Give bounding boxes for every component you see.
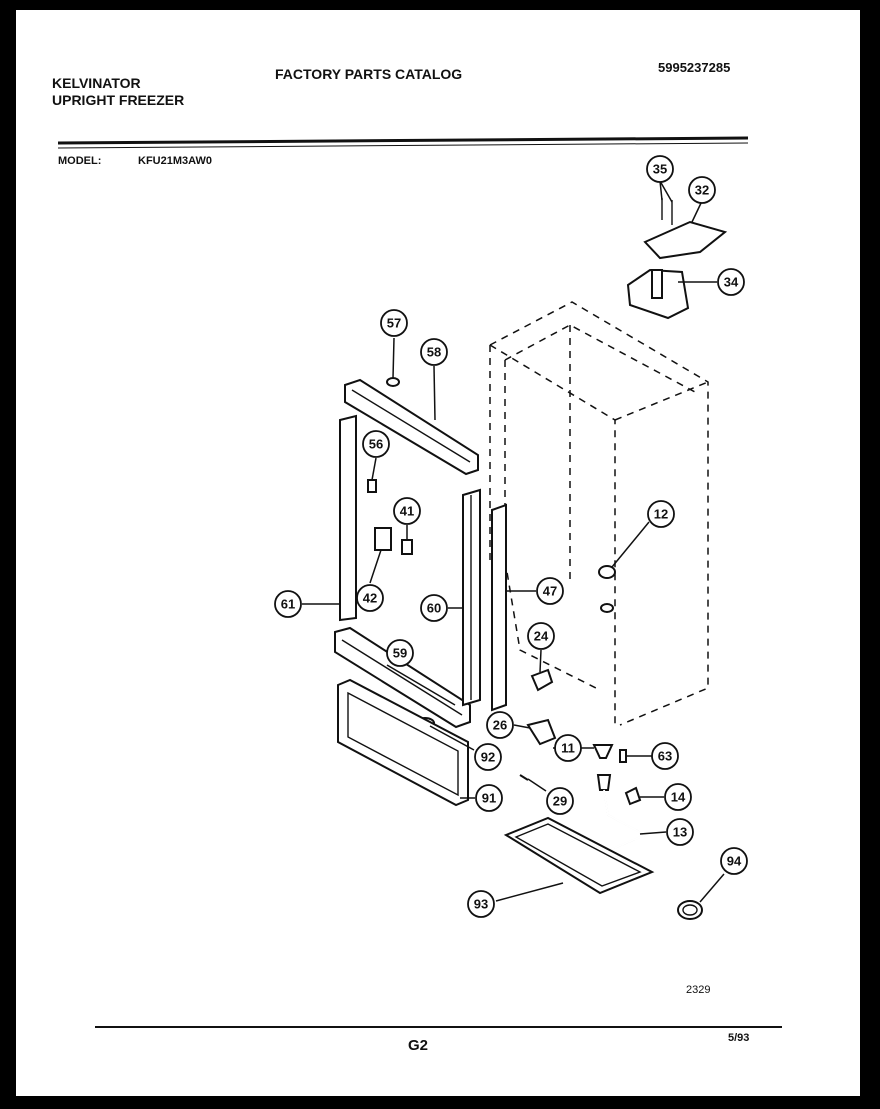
screw-57 xyxy=(386,377,400,387)
callout-26: 26 xyxy=(486,711,514,739)
switch-cover-41 xyxy=(401,539,413,555)
brand-name: KELVINATOR xyxy=(52,75,141,91)
callout-label: 61 xyxy=(281,597,295,612)
bumper-94 xyxy=(677,900,703,920)
bracket-24 xyxy=(530,668,554,692)
callout-label: 41 xyxy=(400,504,414,519)
callout-41: 41 xyxy=(393,497,421,525)
callout-35: 35 xyxy=(646,155,674,183)
toe-grille xyxy=(337,678,469,807)
revision-date: 5/93 xyxy=(728,1032,750,1044)
callout-label: 32 xyxy=(695,183,709,198)
screw-29 xyxy=(519,774,529,781)
gasket-bottom-inner xyxy=(341,639,463,716)
catalog-part-number: 5995237285 xyxy=(658,60,731,75)
callout-label: 93 xyxy=(474,897,488,912)
bracket-26 xyxy=(526,718,557,746)
callout-label: 24 xyxy=(534,629,549,644)
bumper-94-inner xyxy=(682,904,698,916)
callout-label: 58 xyxy=(427,345,441,360)
switch-42 xyxy=(374,527,392,551)
callout-34: 34 xyxy=(717,268,745,296)
gasket-top-inner xyxy=(351,389,471,463)
plug-12 xyxy=(598,565,616,579)
toe-grille-inner xyxy=(347,691,459,797)
leader-lines xyxy=(302,180,725,903)
callout-61: 61 xyxy=(274,590,302,618)
callout-label: 56 xyxy=(369,437,383,452)
callout-label: 11 xyxy=(561,741,575,756)
clip-14 xyxy=(624,786,642,806)
callout-label: 57 xyxy=(387,316,401,331)
product-type: UPRIGHT FREEZER xyxy=(52,92,185,108)
callout-92: 92 xyxy=(474,743,502,771)
page-code: G2 xyxy=(408,1037,429,1054)
clip-56 xyxy=(367,479,377,493)
hinge-assembly xyxy=(626,198,728,320)
callout-91: 91 xyxy=(475,784,503,812)
callout-63: 63 xyxy=(651,742,679,770)
drain-pan xyxy=(503,816,655,895)
hole-plug xyxy=(600,603,614,613)
drain-pan-inner xyxy=(514,823,642,887)
header-rule xyxy=(57,136,749,145)
callout-label: 14 xyxy=(671,790,686,805)
callout-label: 35 xyxy=(653,162,667,177)
callout-13: 13 xyxy=(666,818,694,846)
callout-label: 94 xyxy=(727,854,742,869)
callout-label: 92 xyxy=(481,750,495,765)
callout-60: 60 xyxy=(420,594,448,622)
callout-label: 42 xyxy=(363,591,377,606)
callout-47: 47 xyxy=(536,577,564,605)
callout-32: 32 xyxy=(688,176,716,204)
callout-94: 94 xyxy=(720,847,748,875)
callout-label: 47 xyxy=(543,584,557,599)
breaker-strip xyxy=(491,503,507,712)
model-number: KFU21M3AW0 xyxy=(138,155,212,167)
cabinet-outline xyxy=(489,301,709,726)
callout-29: 29 xyxy=(546,787,574,815)
callout-58: 58 xyxy=(420,338,448,366)
callout-57: 57 xyxy=(380,309,408,337)
callout-label: 59 xyxy=(393,646,407,661)
callout-label: 63 xyxy=(658,749,672,764)
callout-11: 11 xyxy=(554,734,582,762)
model-label: MODEL: xyxy=(58,155,102,167)
header-rule-thin xyxy=(57,142,749,149)
callout-label: 13 xyxy=(673,825,687,840)
callout-93: 93 xyxy=(467,890,495,918)
callout-59: 59 xyxy=(386,639,414,667)
callout-14: 14 xyxy=(664,783,692,811)
drain-fitting-11 xyxy=(592,744,614,759)
callout-12: 12 xyxy=(647,500,675,528)
drain-spring xyxy=(596,774,612,791)
callout-24: 24 xyxy=(527,622,555,650)
brand-block: KELVINATOR UPRIGHT FREEZER xyxy=(52,75,184,109)
callout-label: 12 xyxy=(654,507,668,522)
catalog-sheet xyxy=(16,10,860,1096)
callout-label: 29 xyxy=(553,794,567,809)
screw-63 xyxy=(619,749,627,763)
callout-42: 42 xyxy=(356,584,384,612)
gasket-left xyxy=(339,414,357,622)
callout-label: 34 xyxy=(724,275,739,290)
callout-56: 56 xyxy=(362,430,390,458)
callout-label: 60 xyxy=(427,601,441,616)
figure-number: 2329 xyxy=(686,984,711,996)
catalog-title: FACTORY PARTS CATALOG xyxy=(275,66,463,82)
callout-label: 91 xyxy=(482,791,496,806)
callout-label: 26 xyxy=(493,718,507,733)
